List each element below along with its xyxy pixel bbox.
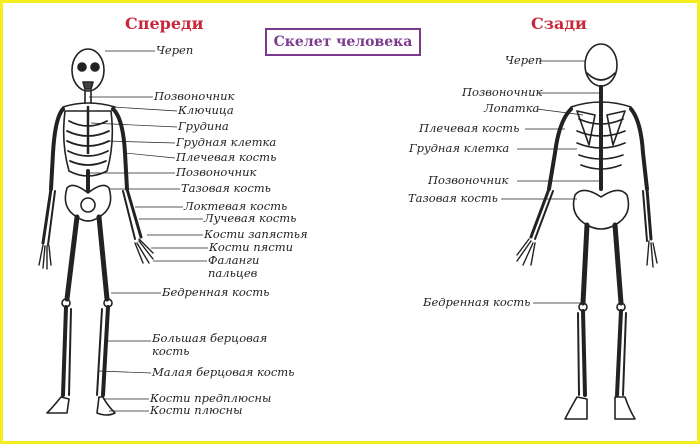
front-skeleton bbox=[38, 48, 154, 416]
label-front-tazovaya: Тазовая кость bbox=[181, 181, 271, 195]
front-leader-lines bbox=[89, 50, 208, 412]
heading-back: Сзади bbox=[531, 14, 587, 33]
label-back-bedrennaya: Бедренная кость bbox=[423, 295, 531, 309]
label-front-bedrennaya: Бедренная кость bbox=[162, 285, 270, 299]
diagram-frame: Спереди Сзади Скелет человека Череп Позв… bbox=[3, 3, 697, 441]
label-back-tazovaya: Тазовая кость bbox=[408, 191, 498, 205]
label-back-plechevaya: Плечевая кость bbox=[419, 121, 520, 135]
label-front-malaya-bercovaya: Малая берцовая кость bbox=[152, 365, 295, 379]
label-front-grudina: Грудина bbox=[178, 119, 229, 133]
label-front-cherep: Череп bbox=[156, 43, 194, 57]
label-front-bolshaya-bercovaya: Большая берцовая кость bbox=[152, 331, 268, 358]
label-front-predplyusny: Кости предплюсны bbox=[150, 391, 272, 405]
back-leader-lines bbox=[501, 60, 601, 304]
label-front-loktevaya: Локтевая кость bbox=[184, 199, 288, 213]
label-back-pozvonochnik: Позвоночник bbox=[462, 85, 543, 99]
label-front-falangi: Фаланги пальцев bbox=[208, 253, 260, 280]
label-front-klyuchica: Ключица bbox=[178, 103, 234, 117]
skeleton-drawing bbox=[38, 43, 658, 420]
heading-front: Спереди bbox=[125, 14, 204, 33]
label-front-pyasti: Кости пясти bbox=[209, 240, 294, 254]
label-front-plechevaya: Плечевая кость bbox=[176, 150, 277, 164]
label-back-lopatka: Лопатка bbox=[484, 101, 540, 115]
label-back-cherep: Череп bbox=[505, 53, 543, 67]
label-front-plyusny: Кости плюсны bbox=[150, 403, 243, 417]
diagram-title: Скелет человека bbox=[265, 28, 421, 56]
label-front-pozvonochnik-2: Позвоночник bbox=[176, 165, 257, 179]
label-back-grudnaya-kletka: Грудная клетка bbox=[409, 141, 510, 155]
label-front-zapyastya: Кости запястья bbox=[204, 227, 308, 241]
label-front-grudnaya-kletka: Грудная клетка bbox=[176, 135, 277, 149]
label-front-luchevaya: Лучевая кость bbox=[204, 211, 297, 225]
back-skeleton bbox=[516, 43, 658, 420]
label-back-pozvonochnik-2: Позвоночник bbox=[428, 173, 509, 187]
label-front-pozvonochnik: Позвоночник bbox=[154, 89, 235, 103]
